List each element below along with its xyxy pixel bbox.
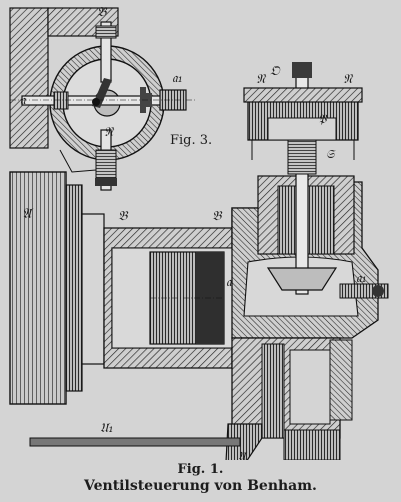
fig1-label-n2: 𝔑 (343, 72, 354, 87)
fig3-drawing (9, 7, 195, 191)
fig1-caption: Fig. 1. (177, 462, 224, 477)
fig1-label-s: 𝔖 (326, 147, 336, 161)
technical-drawing: 𝔅 𝔞 𝔞₁ 𝔑 𝔄 𝔅 𝔅 𝔞 𝔞₁ 𝔑 𝔒 𝔑 𝔓 𝔖 𝔘 𝔘₁ (9, 5, 389, 460)
fig3-label-b: 𝔅 (97, 5, 108, 20)
fig1-label-p: 𝔓 (318, 112, 328, 126)
fig3-labels: 𝔅 𝔞 𝔞₁ 𝔑 (20, 5, 183, 140)
fig1-label-n: 𝔑 (256, 72, 267, 87)
plate-title: Ventilsteuerung von Benham. (84, 478, 317, 494)
fig1-label-u: 𝔘 (238, 449, 248, 460)
fig1-label-b: 𝔅 (118, 209, 129, 224)
fig1-label-a1: 𝔞₁ (356, 271, 367, 286)
fig3-label-a: 𝔞 (20, 93, 27, 108)
fig1-labels: 𝔄 𝔅 𝔅 𝔞 𝔞₁ 𝔑 𝔒 𝔑 𝔓 𝔖 𝔘 𝔘₁ (22, 64, 367, 460)
fig3-label-a1: 𝔞₁ (172, 71, 183, 86)
fig1-label-a: 𝔞 (226, 275, 233, 290)
fig3-label-n: 𝔑 (104, 125, 115, 140)
fig1-drawing (9, 62, 389, 460)
fig1-label-b2: 𝔅 (212, 209, 223, 224)
fig1-label-a-drum: 𝔄 (22, 206, 34, 222)
fig1-label-u1: 𝔘₁ (100, 421, 114, 436)
fig3-caption: Fig. 3. (170, 133, 213, 148)
fig1-label-o: 𝔒 (270, 64, 281, 79)
